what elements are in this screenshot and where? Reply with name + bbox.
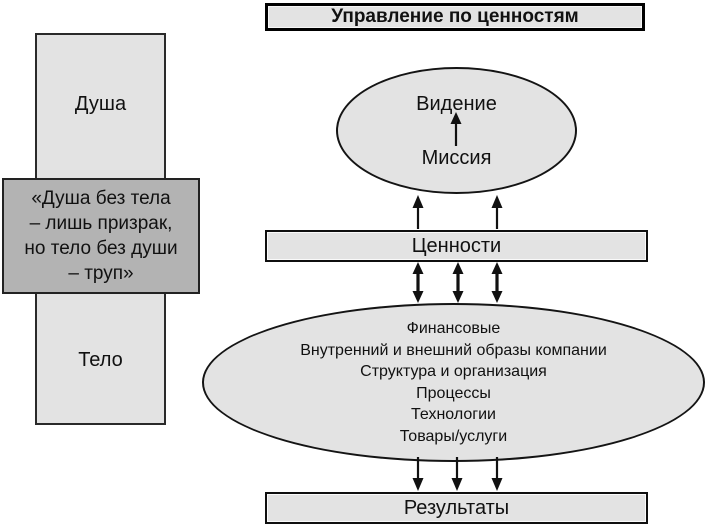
values-up-arrow-left-icon (412, 195, 424, 229)
results-down-arrow-left-icon (412, 457, 424, 491)
vision-label: Видение (416, 93, 497, 115)
results-down-arrow-middle-icon (451, 457, 463, 491)
results-bar: Результаты (265, 492, 648, 524)
carrier-line-images: Внутренний и внешний образы компании (300, 341, 607, 359)
results-label: Результаты (403, 496, 510, 519)
values-up-arrow-right-icon (491, 195, 503, 229)
carrier-line-processes: Процессы (416, 384, 491, 402)
carrier-line-structure: Структура и организация (360, 363, 547, 380)
values-bar: Ценности (265, 230, 648, 262)
mission-label: Миссия (421, 147, 492, 169)
soul-label: Душа (74, 93, 127, 115)
vision-mission-ellipse: Видение Миссия (336, 67, 577, 194)
quote-line-3: но тело без души (24, 238, 178, 259)
carrier-line-technologies: Технологии (411, 406, 496, 423)
double-arrow-middle-icon (452, 262, 464, 303)
page-title: Управление по ценностям (331, 6, 579, 27)
double-arrow-right-icon (491, 262, 503, 303)
title-box: Управление по ценностям (265, 3, 645, 31)
body-label: Тело (78, 349, 123, 371)
carrier-line-financial: Финансовые (406, 320, 501, 337)
quote-box: «Душа без тела – лишь призрак, но тело б… (2, 178, 200, 294)
double-arrow-left-icon (412, 262, 424, 303)
values-label: Ценности (411, 234, 502, 257)
quote-line-1: «Душа без тела (31, 188, 171, 209)
quote-line-4: – труп» (68, 263, 134, 284)
results-down-arrow-right-icon (491, 457, 503, 491)
value-carriers-ellipse: Финансовые Внутренний и внешний образы к… (202, 303, 705, 462)
carrier-line-goods: Товары/услуги (399, 427, 508, 445)
quote-line-2: – лишь призрак, (29, 213, 173, 234)
